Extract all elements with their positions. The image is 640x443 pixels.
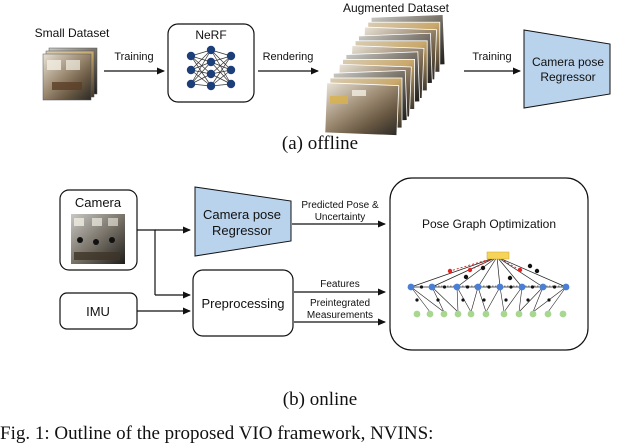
- pose-graph-illustration: [407, 251, 570, 318]
- graph-factor-node: [534, 268, 540, 274]
- nn-neuron-icon: [206, 45, 216, 55]
- offline-regressor-line2: Regressor: [540, 70, 595, 84]
- camera-image: [71, 214, 125, 264]
- nn-neuron-icon: [186, 79, 196, 89]
- offline-caption: (a) offline: [282, 133, 358, 154]
- nn-neuron-icon: [226, 79, 236, 89]
- graph-landmark-node: [559, 310, 567, 318]
- neural-network-icon: [186, 45, 236, 91]
- camera-label: Camera: [75, 195, 122, 210]
- pose-graph-optimization-box: [389, 177, 589, 351]
- training-label-2: Training: [472, 51, 511, 63]
- graph-factor-node: [463, 274, 469, 280]
- rendering-label: Rendering: [263, 51, 314, 63]
- graph-landmark-node: [413, 310, 421, 318]
- pgo-input-arrows: [292, 220, 386, 326]
- graph-factor-node: [507, 275, 513, 281]
- small-dataset-images: [42, 47, 98, 101]
- features-label: Features: [320, 279, 359, 290]
- predicted-pose-label-line1: Predicted Pose &: [301, 200, 379, 211]
- nn-neuron-icon: [226, 65, 236, 75]
- offline-regressor-line1: Camera pose: [532, 55, 604, 69]
- imu-label: IMU: [86, 304, 110, 319]
- graph-factor-node: [467, 267, 473, 273]
- graph-factor-node: [447, 268, 453, 274]
- graph-pose-node: [496, 283, 504, 291]
- nn-neuron-icon: [206, 69, 216, 79]
- graph-factor-node: [480, 265, 486, 271]
- graph-landmark-node: [515, 310, 523, 318]
- preprocessing-label: Preprocessing: [201, 296, 284, 311]
- graph-landmark-node: [529, 310, 537, 318]
- figure-caption: Fig. 1: Outline of the proposed VIO fram…: [0, 423, 433, 443]
- graph-prior-node: [486, 251, 510, 260]
- nn-neuron-icon: [206, 81, 216, 91]
- graph-pose-node: [453, 283, 461, 291]
- graph-landmark-node: [500, 310, 508, 318]
- graph-pose-node: [539, 283, 547, 291]
- graph-pose-node: [428, 283, 436, 291]
- graph-pose-node: [562, 283, 570, 291]
- graph-pose-node: [518, 283, 526, 291]
- nerf-label: NeRF: [195, 28, 226, 42]
- online-regressor-shape: [194, 186, 292, 257]
- offline-regressor-shape: [523, 29, 611, 109]
- camera-connectors: [137, 226, 191, 315]
- graph-landmark-node: [544, 310, 552, 318]
- graph-landmark-node: [426, 310, 434, 318]
- preprocessing-box: [192, 269, 294, 337]
- graph-pose-node: [474, 283, 482, 291]
- online-regressor-line1: Camera pose: [203, 207, 281, 222]
- graph-factor-node: [527, 263, 533, 269]
- pgo-label: Pose Graph Optimization: [422, 217, 556, 231]
- preintegrated-label-line1: Preintegrated: [310, 298, 370, 309]
- nn-neuron-icon: [186, 65, 196, 75]
- predicted-pose-label-line2: Uncertainty: [315, 212, 366, 223]
- graph-factor-node: [517, 267, 523, 273]
- online-caption: (b) online: [283, 389, 357, 410]
- nn-neuron-icon: [206, 57, 216, 67]
- preintegrated-label-line2: Measurements: [307, 310, 373, 321]
- augmented-dataset-images: [324, 14, 446, 136]
- graph-pose-node: [407, 283, 415, 291]
- nn-neuron-icon: [226, 51, 236, 61]
- graph-landmark-node: [482, 310, 490, 318]
- online-regressor-line2: Regressor: [212, 223, 273, 238]
- graph-landmark-node: [467, 310, 475, 318]
- training-label-1: Training: [114, 51, 153, 63]
- augmented-dataset-label: Augmented Dataset: [343, 1, 450, 15]
- graph-landmark-node: [440, 310, 448, 318]
- graph-landmark-node: [454, 310, 462, 318]
- nn-neuron-icon: [186, 51, 196, 61]
- small-dataset-label: Small Dataset: [35, 26, 110, 40]
